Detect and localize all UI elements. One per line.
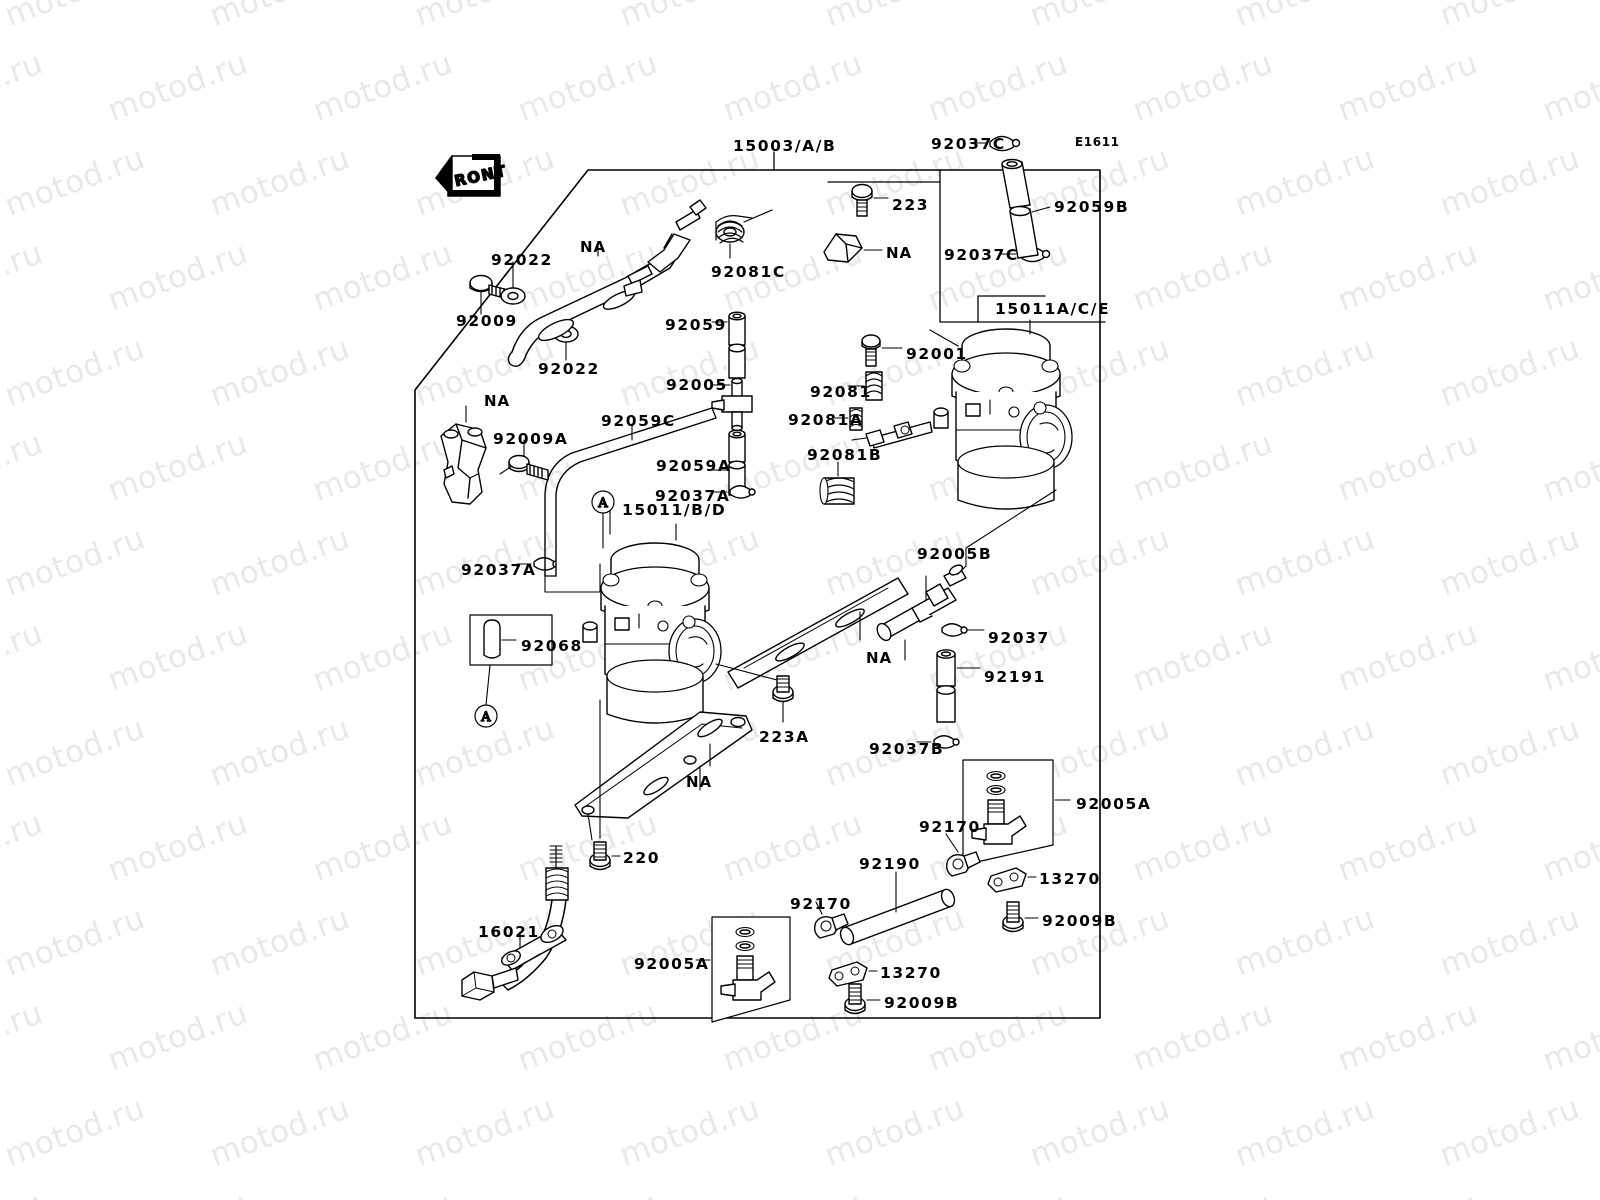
part-label-92037C-mid: 92037C [944,246,1019,264]
part-na-rail-lower [727,577,909,689]
part-label-220: 220 [623,849,661,867]
part-13270-clip-bot [828,961,878,987]
part-label-NA-5: NA [686,773,713,791]
part-label-92005B: 92005B [917,545,993,563]
part-92059B-hose [1001,158,1051,259]
part-label-NA-4: NA [866,649,893,667]
carburetor-body-left [582,493,722,724]
part-label-92081: 92081 [810,383,872,401]
part-label-92081C: 92081C [711,263,786,281]
part-label-92005A-r: 92005A [1076,795,1152,813]
part-223-screw [851,183,889,217]
part-92009B-screw-top [1002,901,1039,933]
part-label-92037: 92037 [988,629,1050,647]
part-92037A-clip-right [712,485,756,499]
part-label-92009B-bot: 92009B [884,994,960,1012]
part-92190-hose [839,871,956,946]
assembly-callout-15011A/C/E: 15011A/C/E [995,300,1111,318]
assembly-callout-15003/A/B: 15003/A/B [733,137,837,155]
part-92059-hose [711,311,746,379]
part-label-92059C: 92059C [601,412,676,430]
part-label-92037A-l: 92037A [461,561,537,579]
part-92022-washer-top [500,261,526,305]
carburetor-body-right [929,319,1073,510]
part-label-NA-2: NA [886,244,913,262]
part-label-92009B-top: 92009B [1042,912,1118,930]
part-92081C-spring [715,209,773,259]
part-92009A-screw [499,439,549,481]
part-92170-clamp-top [945,833,981,877]
part-na-bracket-left [440,405,487,505]
part-na-bracket-small [823,233,883,263]
leader-lines [699,639,906,791]
part-label-223: 223 [892,196,930,214]
inset-92005A-left [695,916,791,1023]
part-92191-hose [936,649,981,723]
inset-92068 [469,614,553,666]
part-label-223A: 223A [759,728,810,746]
svg-text:A: A [597,496,608,511]
part-label-92170-top: 92170 [919,818,981,836]
part-92037C-clip-top [969,135,1021,152]
part-label-92009A: 92009A [493,430,569,448]
part-92059C-hose [544,407,717,577]
part-92081-spring [847,371,883,401]
part-92005B-pipe [876,489,1057,642]
part-92081A-spring [833,407,863,431]
part-label-13270-top: 13270 [1039,870,1101,888]
part-label-92170-bot: 92170 [790,895,852,913]
part-label-92022-top: 92022 [491,251,553,269]
part-92037-clip [941,623,985,637]
part-label-16021: 16021 [478,923,540,941]
part-label-92005: 92005 [666,376,728,394]
part-92001-screw [861,334,903,367]
part-label-92068: 92068 [521,637,583,655]
part-13270-clip-top [987,867,1037,893]
part-92081B-spring [819,461,855,505]
part-16021-adjuster [461,845,569,1001]
part-label-92059A: 92059A [656,457,732,475]
part-label-92059: 92059 [665,316,727,334]
part-na-throttle-linkage [507,199,707,367]
part-label-92059B: 92059B [1054,198,1130,216]
part-na-gasket-plate [574,711,753,841]
marker-A-lower: A [474,664,498,728]
part-220-screw [589,699,621,871]
part-label-NA-1: NA [580,238,607,256]
diagram-frame [414,169,1101,1019]
inset-92005A-right [962,759,1071,866]
part-92009B-screw-bot [844,983,881,1015]
part-label-92022-bot: 92022 [538,360,600,378]
part-label-92081A: 92081A [788,411,864,429]
part-label-92190: 92190 [859,855,921,873]
part-label-92081B: 92081B [807,446,883,464]
part-92005-tee-fitting [711,377,753,432]
marker-A-upper: A [591,490,615,549]
part-223A-screw [715,663,794,723]
part-label-92001: 92001 [906,345,968,363]
part-label-92037A-r: 92037A [655,487,731,505]
part-92037B-clip [916,735,960,749]
part-label-92009: 92009 [456,312,518,330]
part-92170-clamp-bot [813,901,849,939]
part-label-92037C-top: 92037C [931,135,1006,153]
subframe-15011ACE [827,169,1106,323]
part-label-E1611: E1611 [1075,135,1120,149]
part-label-92191: 92191 [984,668,1046,686]
assembly-callout-15011/B/D: 15011/B/D [622,501,727,519]
part-label-NA-3: NA [484,392,511,410]
front-arrow-badge: FRONT [435,154,509,197]
svg-text:A: A [480,710,491,725]
part-label-92005A-l: 92005A [634,955,710,973]
part-label-92037B: 92037B [869,740,945,758]
linkage-rod-right [851,421,933,449]
part-label-13270-bot: 13270 [880,964,942,982]
